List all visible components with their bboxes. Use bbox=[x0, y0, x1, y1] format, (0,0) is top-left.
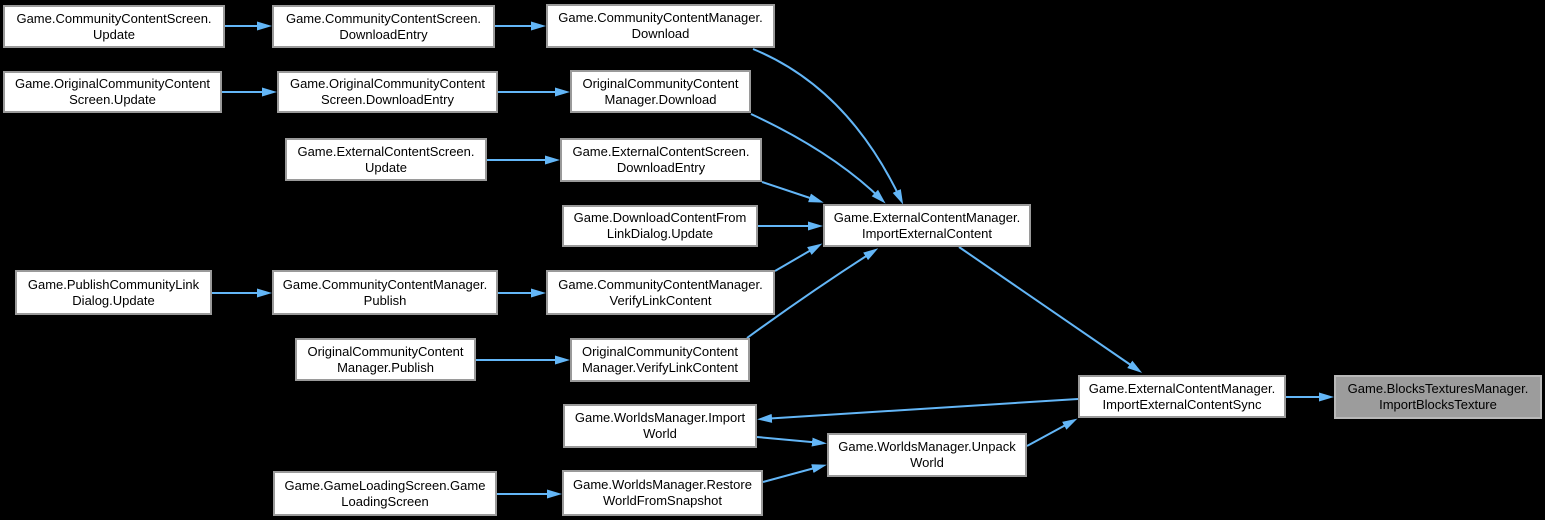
node-label-line: Game.BlocksTexturesManager. bbox=[1347, 381, 1529, 396]
node-label-line: ImportBlocksTexture bbox=[1379, 397, 1497, 412]
graph-node-blockstexturesmanager-importblockstexture: Game.BlocksTexturesManager.ImportBlocksT… bbox=[1334, 375, 1542, 419]
node-label-line: Update bbox=[365, 159, 407, 175]
node-label-line: Game.ExternalContentManager. bbox=[1088, 380, 1276, 396]
graph-node-externalcontentmanager-importexternalcontentsync[interactable]: Game.ExternalContentManager.ImportExtern… bbox=[1078, 375, 1286, 418]
edge-originalcommunitycontentmanager-download-to-externalcontentmanager-importexternalcontent bbox=[750, 113, 886, 204]
node-label-line: Game.CommunityContentManager. bbox=[558, 10, 763, 25]
node-label-line: Manager.VerifyLinkContent bbox=[581, 360, 739, 375]
node-label-line: OriginalCommunityContent bbox=[581, 344, 739, 359]
node-label-line: Game.ExternalContentScreen. bbox=[572, 144, 750, 159]
node-label-line: Game.OriginalCommunityContent bbox=[14, 76, 211, 91]
graph-node-communitycontentmanager-verifylinkcontent[interactable]: Game.CommunityContentManager.VerifyLinkC… bbox=[546, 270, 775, 315]
edge-communitycontentmanager-verifylinkcontent-to-externalcontentmanager-importexternalcontent bbox=[774, 243, 823, 272]
node-label-line: WorldFromSnapshot bbox=[603, 493, 722, 508]
node-label-line: Game.GameLoadingScreen.Game bbox=[284, 477, 486, 493]
node-label-line: VerifyLinkContent bbox=[609, 292, 712, 308]
edge-externalcontentmanager-importexternalcontentsync-to-worldsmanager-importworld bbox=[757, 398, 1079, 423]
node-label-line: Game.WorldsManager.Restore bbox=[573, 477, 752, 492]
node-label-line: Publish bbox=[363, 292, 407, 308]
graph-node-communitycontentscreen-update[interactable]: Game.CommunityContentScreen.Update bbox=[3, 5, 225, 48]
node-label-line: Update bbox=[93, 26, 135, 42]
node-label-line: Game.ExternalContentScreen. bbox=[297, 143, 475, 159]
edge-communitycontentmanager-download-to-externalcontentmanager-importexternalcontent bbox=[752, 48, 904, 205]
graph-node-externalcontentscreen-update[interactable]: Game.ExternalContentScreen.Update bbox=[285, 138, 487, 181]
edge-worldsmanager-restoreworldfromsnapshot-to-worldsmanager-unpackworld bbox=[762, 464, 827, 483]
graph-node-communitycontentscreen-downloadentry[interactable]: Game.CommunityContentScreen.DownloadEntr… bbox=[272, 5, 495, 48]
node-label-line: Game.CommunityContentManager. bbox=[282, 276, 488, 292]
edge-worldsmanager-unpackworld-to-externalcontentmanager-importexternalcontentsync bbox=[1026, 418, 1078, 447]
node-label-line: Screen.DownloadEntry bbox=[321, 92, 454, 107]
graph-node-communitycontentmanager-download[interactable]: Game.CommunityContentManager.Download bbox=[546, 4, 775, 48]
edge-worldsmanager-importworld-to-worldsmanager-unpackworld bbox=[756, 436, 827, 447]
node-label-line: LoadingScreen bbox=[341, 493, 429, 509]
graph-node-communitycontentmanager-publish[interactable]: Game.CommunityContentManager.Publish bbox=[272, 270, 498, 315]
node-label-line: DownloadEntry bbox=[339, 26, 428, 42]
node-label-line: Download bbox=[631, 26, 690, 41]
node-label-line: Dialog.Update bbox=[72, 292, 155, 308]
node-label-line: Game.ExternalContentManager. bbox=[833, 209, 1021, 225]
node-label-line: Manager.Publish bbox=[337, 359, 434, 375]
node-label-line: Game.CommunityContentScreen. bbox=[16, 10, 212, 26]
node-label-line: Screen.Update bbox=[69, 92, 156, 107]
node-label-line: Game.WorldsManager.Unpack bbox=[838, 439, 1016, 454]
graph-node-externalcontentscreen-downloadentry[interactable]: Game.ExternalContentScreen.DownloadEntry bbox=[560, 138, 762, 182]
node-label-line: OriginalCommunityContent bbox=[307, 343, 464, 359]
node-label-line: Game.PublishCommunityLink bbox=[27, 276, 200, 292]
node-label-line: Game.CommunityContentScreen. bbox=[285, 10, 482, 26]
node-label-line: Game.OriginalCommunityContent bbox=[289, 76, 486, 91]
graph-node-externalcontentmanager-importexternalcontent[interactable]: Game.ExternalContentManager.ImportExtern… bbox=[823, 204, 1031, 247]
node-label-line: Game.WorldsManager.Import bbox=[574, 410, 746, 425]
node-label-line: Game.CommunityContentManager. bbox=[558, 276, 763, 292]
node-label-line: ImportExternalContent bbox=[861, 225, 993, 241]
node-label-line: ImportExternalContentSync bbox=[1102, 396, 1262, 412]
node-label-line: Manager.Download bbox=[604, 91, 717, 107]
node-label-line: World bbox=[643, 426, 677, 441]
node-label-line: Game.DownloadContentFrom bbox=[573, 210, 747, 225]
edge-externalcontentscreen-downloadentry-to-externalcontentmanager-importexternalcontent bbox=[761, 181, 824, 203]
node-label-line: World bbox=[910, 455, 944, 470]
node-label-line: LinkDialog.Update bbox=[606, 226, 714, 241]
edge-externalcontentmanager-importexternalcontent-to-externalcontentmanager-importexternalcontentsync bbox=[958, 246, 1143, 373]
node-label-line: OriginalCommunityContent bbox=[582, 75, 739, 91]
edge-originalcommunitycontentmanager-verifylinkcontent-to-externalcontentmanager-importexternalcontent bbox=[746, 248, 879, 339]
node-label-line: DownloadEntry bbox=[616, 160, 706, 175]
